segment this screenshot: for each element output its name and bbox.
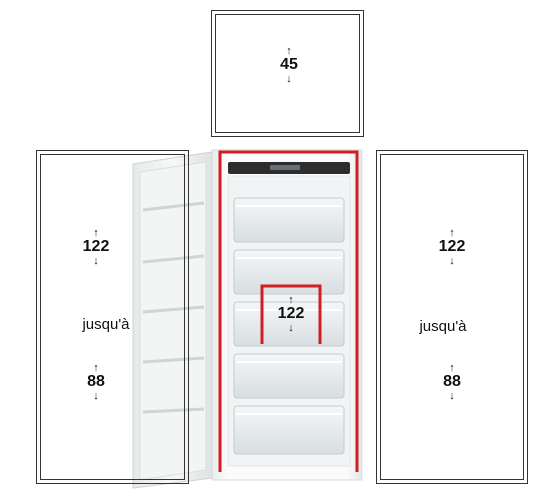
- drawer-outline: [260, 284, 322, 344]
- left-min-measure: ↑ 88 ↓: [66, 362, 126, 402]
- arrow-up-icon: ↑: [93, 227, 99, 239]
- top-clearance-value: 45: [280, 56, 298, 73]
- center-measure: ↑ 122 ↓: [261, 294, 321, 334]
- center-value: 122: [277, 305, 305, 322]
- right-max-value: 122: [438, 238, 466, 255]
- right-max-measure: ↑ 122 ↓: [422, 227, 482, 267]
- niche-outline: [218, 150, 359, 472]
- arrow-up-icon: ↑: [449, 362, 455, 374]
- top-clearance-measure: ↑ 45 ↓: [259, 45, 319, 85]
- arrow-up-icon: ↑: [288, 294, 294, 306]
- arrow-down-icon: ↓: [93, 255, 99, 267]
- arrow-down-icon: ↓: [449, 255, 455, 267]
- left-max-measure: ↑ 122 ↓: [66, 227, 126, 267]
- right-min-value: 88: [443, 373, 461, 390]
- arrow-down-icon: ↓: [93, 390, 99, 402]
- arrow-down-icon: ↓: [449, 390, 455, 402]
- open-door: [132, 151, 213, 489]
- arrow-down-icon: ↓: [286, 73, 292, 85]
- left-range-label: jusqu'à: [82, 316, 130, 333]
- right-clearance-frame: [376, 150, 528, 484]
- left-max-value: 122: [82, 238, 110, 255]
- arrow-down-icon: ↓: [288, 322, 294, 334]
- top-clearance-frame: [211, 10, 364, 137]
- right-range-label: jusqu'à: [419, 318, 467, 335]
- arrow-up-icon: ↑: [93, 362, 99, 374]
- right-min-measure: ↑ 88 ↓: [422, 362, 482, 402]
- arrow-up-icon: ↑: [449, 227, 455, 239]
- left-clearance-frame: [36, 150, 189, 484]
- arrow-up-icon: ↑: [286, 45, 292, 57]
- left-min-value: 88: [87, 373, 105, 390]
